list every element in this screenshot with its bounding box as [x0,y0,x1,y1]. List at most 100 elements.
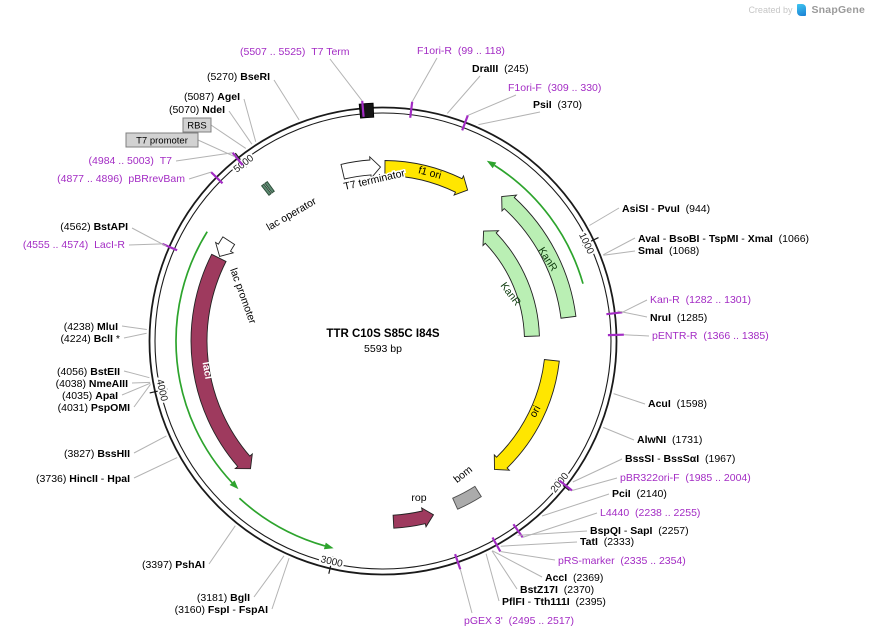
callout-fspi [271,557,290,610]
callout-pshai [208,525,236,565]
feature-label-bom[interactable]: bom [450,462,477,487]
feature-label-f1-ori[interactable]: f1 ori [417,164,443,182]
label-bsshii[interactable]: (3827) BssHII [64,448,130,460]
label-asisi-pvui[interactable]: AsiSI - PvuI (944) [622,203,710,215]
label-smai[interactable]: SmaI (1068) [638,245,699,257]
callout-f1ori-r [411,57,438,103]
callout-alwni [603,426,635,441]
label-bspqi-sapi[interactable]: BspQI - SapI (2257) [590,525,689,537]
primer-tick-4993[interactable] [231,152,244,166]
feature-kanr-outer[interactable] [501,194,577,319]
callout-acui [613,393,646,405]
label-bcli[interactable]: (4224) BclI * [60,333,120,345]
label-kan-r-primer[interactable]: Kan-R (1282 .. 1301) [650,294,751,306]
label-bseri[interactable]: (5270) BseRI [207,71,270,83]
feature-t7-terminator-arrow[interactable] [340,155,382,180]
callout-t7-term-primer [329,58,363,102]
label-pshai[interactable]: (3397) PshAI [142,559,205,571]
label-pspomi[interactable]: (4031) PspOMI [58,402,130,414]
feature-label-lac-promoter[interactable]: lac promoter [226,265,260,327]
label-mlui[interactable]: (4238) MluI [64,321,118,333]
callout-f1ori-f [467,94,517,116]
callout-bspqi-sapi [517,530,588,536]
callout-apai [121,382,151,396]
label-bstapi[interactable]: (4562) BstAPI [60,221,128,233]
label-t7-primer[interactable]: (4984 .. 5003) T7 [89,155,173,167]
callout-nmeaiii [131,381,151,384]
callout-bsssi [572,458,623,483]
label-l4440[interactable]: L4440 (2238 .. 2255) [600,507,700,519]
primer-tick-2344[interactable] [491,536,502,553]
backbone-ring-inner [154,112,612,570]
callout-l4440 [522,512,598,538]
label-apai[interactable]: (4035) ApaI [62,390,118,402]
label-pbr322ori-f[interactable]: pBR322ori-F (1985 .. 2004) [620,472,751,484]
primer-tick-5516[interactable] [361,100,365,117]
label-draiii[interactable]: DraIII (245) [472,63,529,75]
label-pbrrevbam[interactable]: (4877 .. 4896) pBRrevBam [57,173,185,185]
label-pgex-3[interactable]: pGEX 3' (2495 .. 2517) [464,615,574,627]
feature-label-ori[interactable]: ori [527,404,543,420]
label-agei[interactable]: (5087) AgeI [184,91,240,103]
label-acci[interactable]: AccI (2369) [545,572,603,584]
label-bsssi[interactable]: BssSI - BssSαI (1967) [625,453,735,465]
label-avai-cluster[interactable]: AvaI - BsoBI - TspMI - XmaI (1066) [638,233,809,245]
callout-rbs [210,124,247,149]
t7-promoter-box[interactable] [125,132,199,148]
feature-rop[interactable] [392,506,435,529]
label-pentr-r[interactable]: pENTR-R (1366 .. 1385) [652,330,769,342]
orf-arc-1 [175,231,233,484]
feature-lac-promoter[interactable] [214,236,236,257]
label-hincii-hpai[interactable]: (3736) HincII - HpaI [36,473,130,485]
label-alwni[interactable]: AlwNI (1731) [637,434,702,446]
feature-label-rop[interactable]: rop [410,491,428,506]
primer-tick-4886[interactable] [210,171,224,185]
label-fspi[interactable]: (3160) FspI - FspAI [175,604,268,616]
orf-arc-2 [494,164,584,284]
label-laci-r[interactable]: (4555 .. 4574) LacI-R [23,239,126,251]
feature-lac-operator-a[interactable] [260,183,272,196]
orf-arc-3 [238,497,326,547]
feature-bom[interactable] [452,485,482,510]
label-f1ori-f[interactable]: F1ori-F (309 .. 330) [508,82,601,94]
label-nmeaiii[interactable]: (4038) NmeAIII [56,378,128,390]
callout-laci-r [128,243,163,246]
label-bstz17i[interactable]: BstZ17I (2370) [520,584,594,596]
callout-bsshii [133,435,167,454]
plasmid-title: TTR C10S S85C I84S [326,328,439,340]
feature-t7-terminator-marker[interactable] [358,102,375,119]
feature-lac-operator-b[interactable] [264,180,275,194]
primer-tick-1994[interactable] [558,479,573,492]
label-bsteii[interactable]: (4056) BstEII [57,366,120,378]
feature-f1-ori[interactable] [384,160,469,196]
callout-hincii-hpai [133,457,178,479]
label-psii[interactable]: PsiI (370) [533,99,582,111]
label-pflfi[interactable]: PflFI - Tth111I (2395) [502,596,606,608]
primer-tick-320[interactable] [461,115,469,131]
label-f1ori-r[interactable]: F1ori-R (99 .. 118) [417,45,505,57]
orf-arrowhead-2 [486,160,497,169]
callout-kan-r-primer [622,299,648,313]
primer-tick-2506[interactable] [454,553,462,570]
label-tati[interactable]: TatI (2333) [580,536,634,548]
scale-tick-1000 [581,237,599,246]
snapgene-logo-icon [797,4,807,16]
label-t7-term-primer[interactable]: (5507 .. 5525) T7 Term [240,46,350,58]
label-ndei[interactable]: (5070) NdeI [169,104,225,116]
label-prs-marker[interactable]: pRS-marker (2335 .. 2354) [558,555,686,567]
orf-arrowhead-3 [323,542,334,550]
primer-tick-1292[interactable] [606,311,623,316]
rbs-box[interactable] [182,117,212,133]
primer-tick-108[interactable] [409,101,414,118]
label-bgli[interactable]: (3181) BglI [197,592,250,604]
watermark: Created by SnapGene [748,4,865,16]
feature-label-lac-operator-a[interactable]: lac operator [263,194,320,235]
callout-prs-marker [500,551,556,561]
feature-ori[interactable] [493,359,560,471]
feature-kanr-inner[interactable] [482,230,540,337]
feature-lacI[interactable] [190,253,253,470]
label-pcii[interactable]: PciI (2140) [612,488,667,500]
label-nrui[interactable]: NruI (1285) [650,312,707,324]
feature-label-lacI[interactable]: lacI [200,361,215,380]
label-acui[interactable]: AcuI (1598) [648,398,707,410]
